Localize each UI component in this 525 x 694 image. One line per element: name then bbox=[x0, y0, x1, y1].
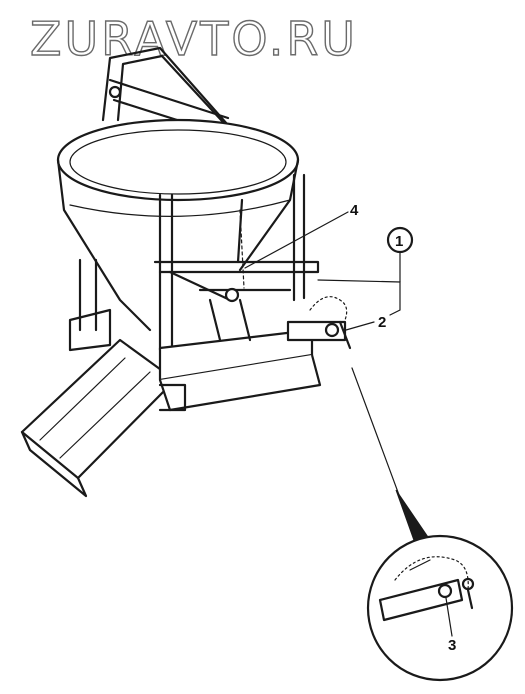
svg-text:3: 3 bbox=[448, 637, 456, 654]
discharge-chute bbox=[20, 338, 177, 498]
inset-detail bbox=[366, 534, 514, 682]
inset-leader bbox=[351, 367, 431, 547]
base-frame bbox=[68, 308, 322, 412]
callout-4: 4 bbox=[244, 202, 359, 269]
callout-2: 2 bbox=[345, 314, 386, 331]
svg-text:2: 2 bbox=[378, 314, 386, 331]
svg-text:1: 1 bbox=[395, 233, 403, 250]
callout-1: 1 bbox=[317, 226, 414, 316]
locking-bar bbox=[286, 296, 352, 350]
watermark-logo: ZURAVTO.RU bbox=[30, 12, 358, 66]
bucket-cone bbox=[56, 118, 300, 332]
lever-arm bbox=[153, 198, 320, 342]
svg-text:4: 4 bbox=[350, 202, 359, 219]
callout-3: 3 bbox=[445, 597, 456, 654]
